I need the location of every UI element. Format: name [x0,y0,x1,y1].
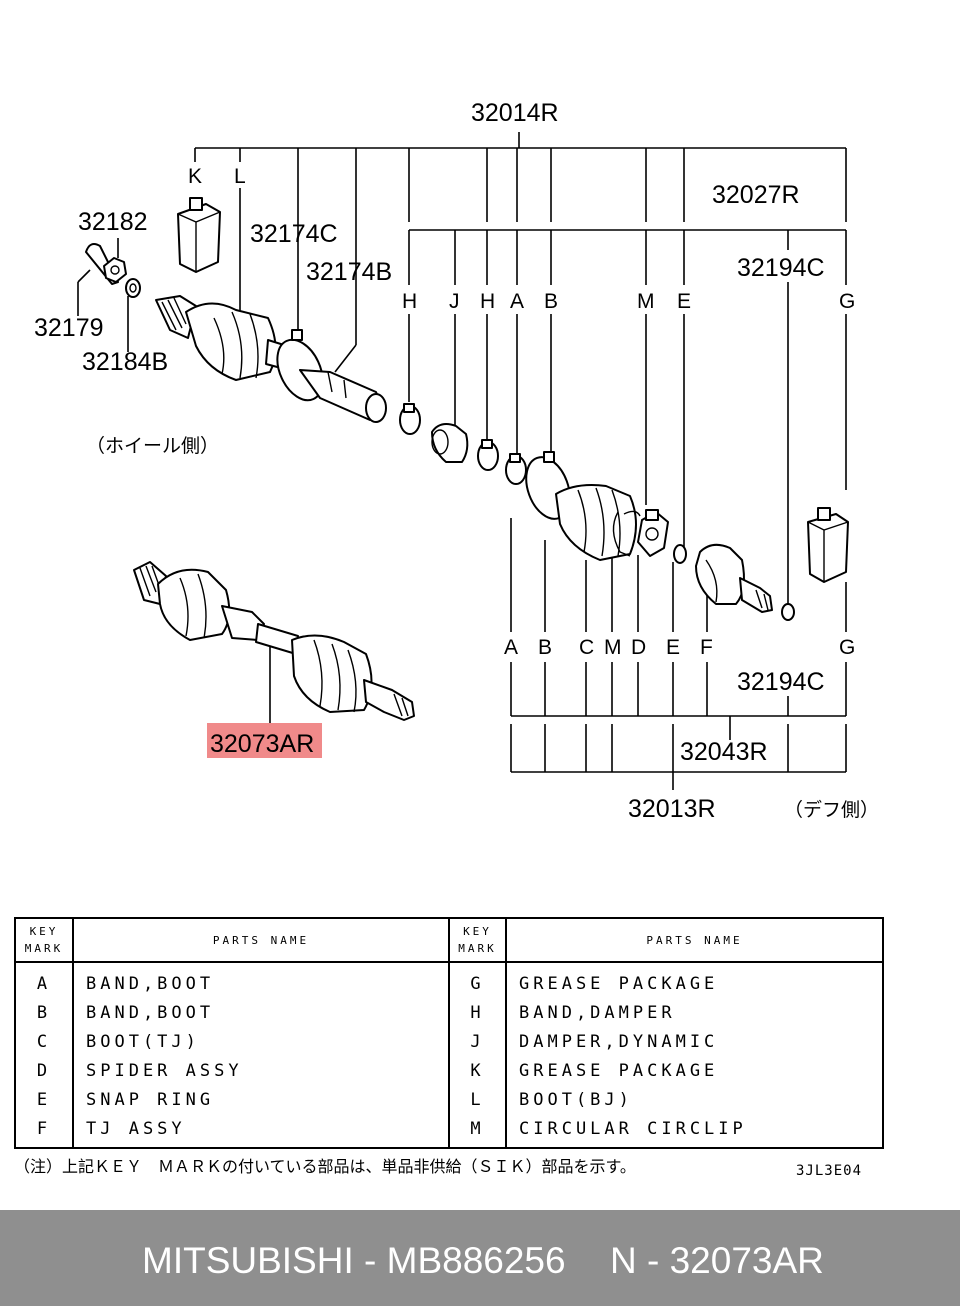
wheel-side-label: （ホイール側） [86,435,219,457]
table-row: D SPIDER ASSY K GREASE PACKAGE [14,1056,884,1085]
shaft-32174b-icon [299,369,387,423]
complete-drive-shaft-icon [133,561,415,721]
key-letter-upper: G [839,290,855,313]
part-name-cell: TJ ASSY [72,1114,450,1148]
key-letter-lower: G [839,636,855,659]
key-mark-cell: A [14,962,74,998]
key-letter-upper: E [677,290,691,313]
key-mark-cell: H [448,998,507,1027]
drawing-code: 3JL3E04 [796,1163,863,1179]
leader-lines-lower [269,518,847,790]
key-letter-l: L [234,165,246,188]
caption-bar: MITSUBISHI - MB886256 N - 32073AR [0,1210,960,1306]
key-letter-upper: M [637,290,655,313]
key-letter-lower: F [700,636,713,659]
callout-32073ar: 32073AR [210,730,314,758]
hub-nut-icon [103,257,127,283]
part-name-cell: BAND,BOOT [72,998,450,1027]
part-name-cell: BOOT(BJ) [505,1085,884,1114]
key-mark-cell: C [14,1027,74,1056]
key-letter-lower: E [666,636,680,659]
key-letter-upper: H [402,290,417,313]
part-name-cell: BAND,BOOT [72,962,450,998]
callout-32194c-bottom: 32194C [737,668,825,696]
callout-32184b: 32184B [82,348,168,376]
key-mark-cell: G [448,962,507,998]
highlight-box [207,723,322,758]
part-name-cell: SNAP RING [72,1085,450,1114]
callout-32013r: 32013R [628,795,716,823]
parts-name-header: PARTS NAME [505,918,884,963]
key-letter-lower: D [631,636,646,659]
diff-side-label: （デフ側） [784,799,879,821]
part-name-cell: BOOT(TJ) [72,1027,450,1056]
key-letter-k: K [188,165,202,188]
key-mark-cell: K [448,1056,507,1085]
callout-32194c-top: 32194C [737,254,825,282]
brand-part-number: MITSUBISHI - MB886256 [142,1240,566,1281]
part-name-cell: SPIDER ASSY [72,1056,450,1085]
callout-32182: 32182 [78,208,148,236]
key-mark-cell: E [14,1085,74,1114]
part-name-cell: CIRCULAR CIRCLIP [505,1114,884,1148]
leader-lines-upper [77,132,847,632]
snap-ring-icon [673,544,687,564]
tj-assy-icon [695,543,773,613]
part-name-cell: GREASE PACKAGE [505,1056,884,1085]
part-name-cell: DAMPER,DYNAMIC [505,1027,884,1056]
reference-code: N - 32073AR [610,1240,824,1281]
key-letter-lower: B [538,636,552,659]
key-letter-upper: J [449,290,460,313]
callout-32027r: 32027R [712,181,800,209]
exploded-parts-diagram: 32014R 32027R 32182 32174C 32174B 32194C… [34,99,879,823]
key-mark-cell: B [14,998,74,1027]
grease-package-g-icon [807,507,849,583]
damper-band-h2-icon [477,439,499,471]
key-letter-upper: H [480,290,495,313]
key-mark-cell: F [14,1114,74,1148]
table-row: A BAND,BOOT G GREASE PACKAGE [14,962,884,998]
damper-band-h1-icon [399,403,421,435]
boot-band-a-icon [505,453,527,485]
table-row: E SNAP RING L BOOT(BJ) [14,1085,884,1114]
o-ring-icon [781,603,795,621]
tj-boot-icon [555,484,637,561]
callout-32174b: 32174B [306,258,392,286]
spider-assy-icon [637,509,669,557]
part-name-cell: BAND,DAMPER [505,998,884,1027]
key-mark-cell: D [14,1056,74,1085]
key-letter-upper: A [510,290,524,313]
key-mark-cell: J [448,1027,507,1056]
parts-name-header: PARTS NAME [72,918,450,963]
table-row: B BAND,BOOT H BAND,DAMPER [14,998,884,1027]
key-letter-lower: C [579,636,594,659]
table-row: F TJ ASSY M CIRCULAR CIRCLIP [14,1114,884,1148]
table-row: C BOOT(TJ) J DAMPER,DYNAMIC [14,1027,884,1056]
circlip-icon [612,510,641,557]
key-mark-cell: M [448,1114,507,1148]
key-letter-upper: B [544,290,558,313]
dynamic-damper-icon [431,423,469,463]
key-letter-lower: M [604,636,622,659]
washer-icon [125,278,141,298]
callout-32043r: 32043R [680,738,768,766]
key-letter-lower: A [504,636,518,659]
callout-32179: 32179 [34,314,104,342]
part-name-cell: GREASE PACKAGE [505,962,884,998]
callout-32014r: 32014R [471,99,559,127]
key-mark-cell: L [448,1085,507,1114]
footnote-text: （注）上記ＫＥＹ ＭＡＲＫの付いている部品は、単品非供給（ＳＩＫ）部品を示す。 [14,1157,636,1176]
callout-32174c: 32174C [250,220,338,248]
grease-package-k-icon [177,197,221,273]
